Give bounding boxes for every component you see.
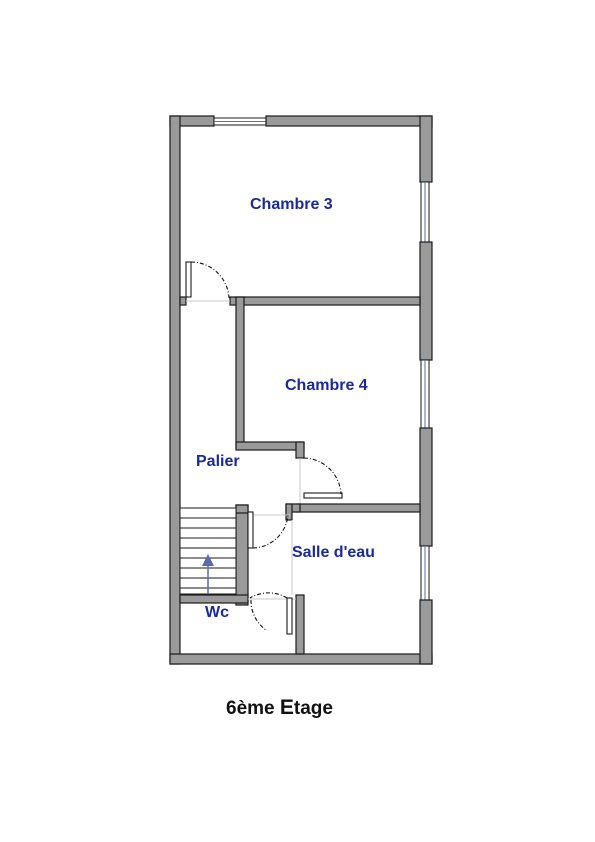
door-chambre4 bbox=[303, 492, 343, 499]
wall-wc-right bbox=[295, 594, 305, 655]
wall-chambre4-door-post bbox=[295, 441, 305, 459]
wall-right-4 bbox=[419, 599, 433, 665]
doors bbox=[185, 261, 343, 635]
door-chambre3 bbox=[185, 261, 192, 298]
floor-caption: 6ème Etage bbox=[226, 696, 333, 719]
wall-wc-top bbox=[179, 594, 249, 604]
stair-arrow-icon bbox=[202, 554, 214, 566]
room-label-chambre-3: Chambre 3 bbox=[250, 196, 333, 213]
wall-stair-top-stub bbox=[235, 504, 249, 514]
wall-chambre4-bottom-left bbox=[235, 441, 305, 451]
caption-prefix: 6ème bbox=[226, 698, 280, 719]
wall-stair-right bbox=[235, 504, 249, 606]
caption-emphasis: E bbox=[280, 696, 294, 719]
wall-left bbox=[169, 115, 181, 665]
room-label-salle-deau: Salle d'eau bbox=[292, 544, 375, 561]
wall-bottom bbox=[169, 653, 433, 665]
staircase bbox=[179, 507, 237, 595]
door-salle-deau bbox=[247, 511, 254, 549]
room-label-chambre-4: Chambre 4 bbox=[285, 377, 368, 394]
interior-walls bbox=[179, 296, 421, 655]
wall-right-2 bbox=[419, 241, 433, 361]
wall-palier-corner bbox=[285, 503, 293, 521]
wall-chambre3-stub bbox=[179, 296, 187, 306]
wall-chambre4-bottom bbox=[295, 503, 421, 513]
wall-top-right bbox=[265, 115, 433, 127]
caption-suffix: tage bbox=[294, 698, 333, 719]
room-label-wc: Wc bbox=[205, 604, 229, 621]
wall-chambre4-left bbox=[235, 296, 245, 448]
wall-right-1 bbox=[419, 115, 433, 183]
room-label-palier: Palier bbox=[196, 453, 240, 470]
wall-chambre3-bottom bbox=[229, 296, 421, 306]
door-wc bbox=[286, 597, 293, 635]
outer-walls bbox=[169, 115, 433, 665]
wall-right-3 bbox=[419, 427, 433, 547]
